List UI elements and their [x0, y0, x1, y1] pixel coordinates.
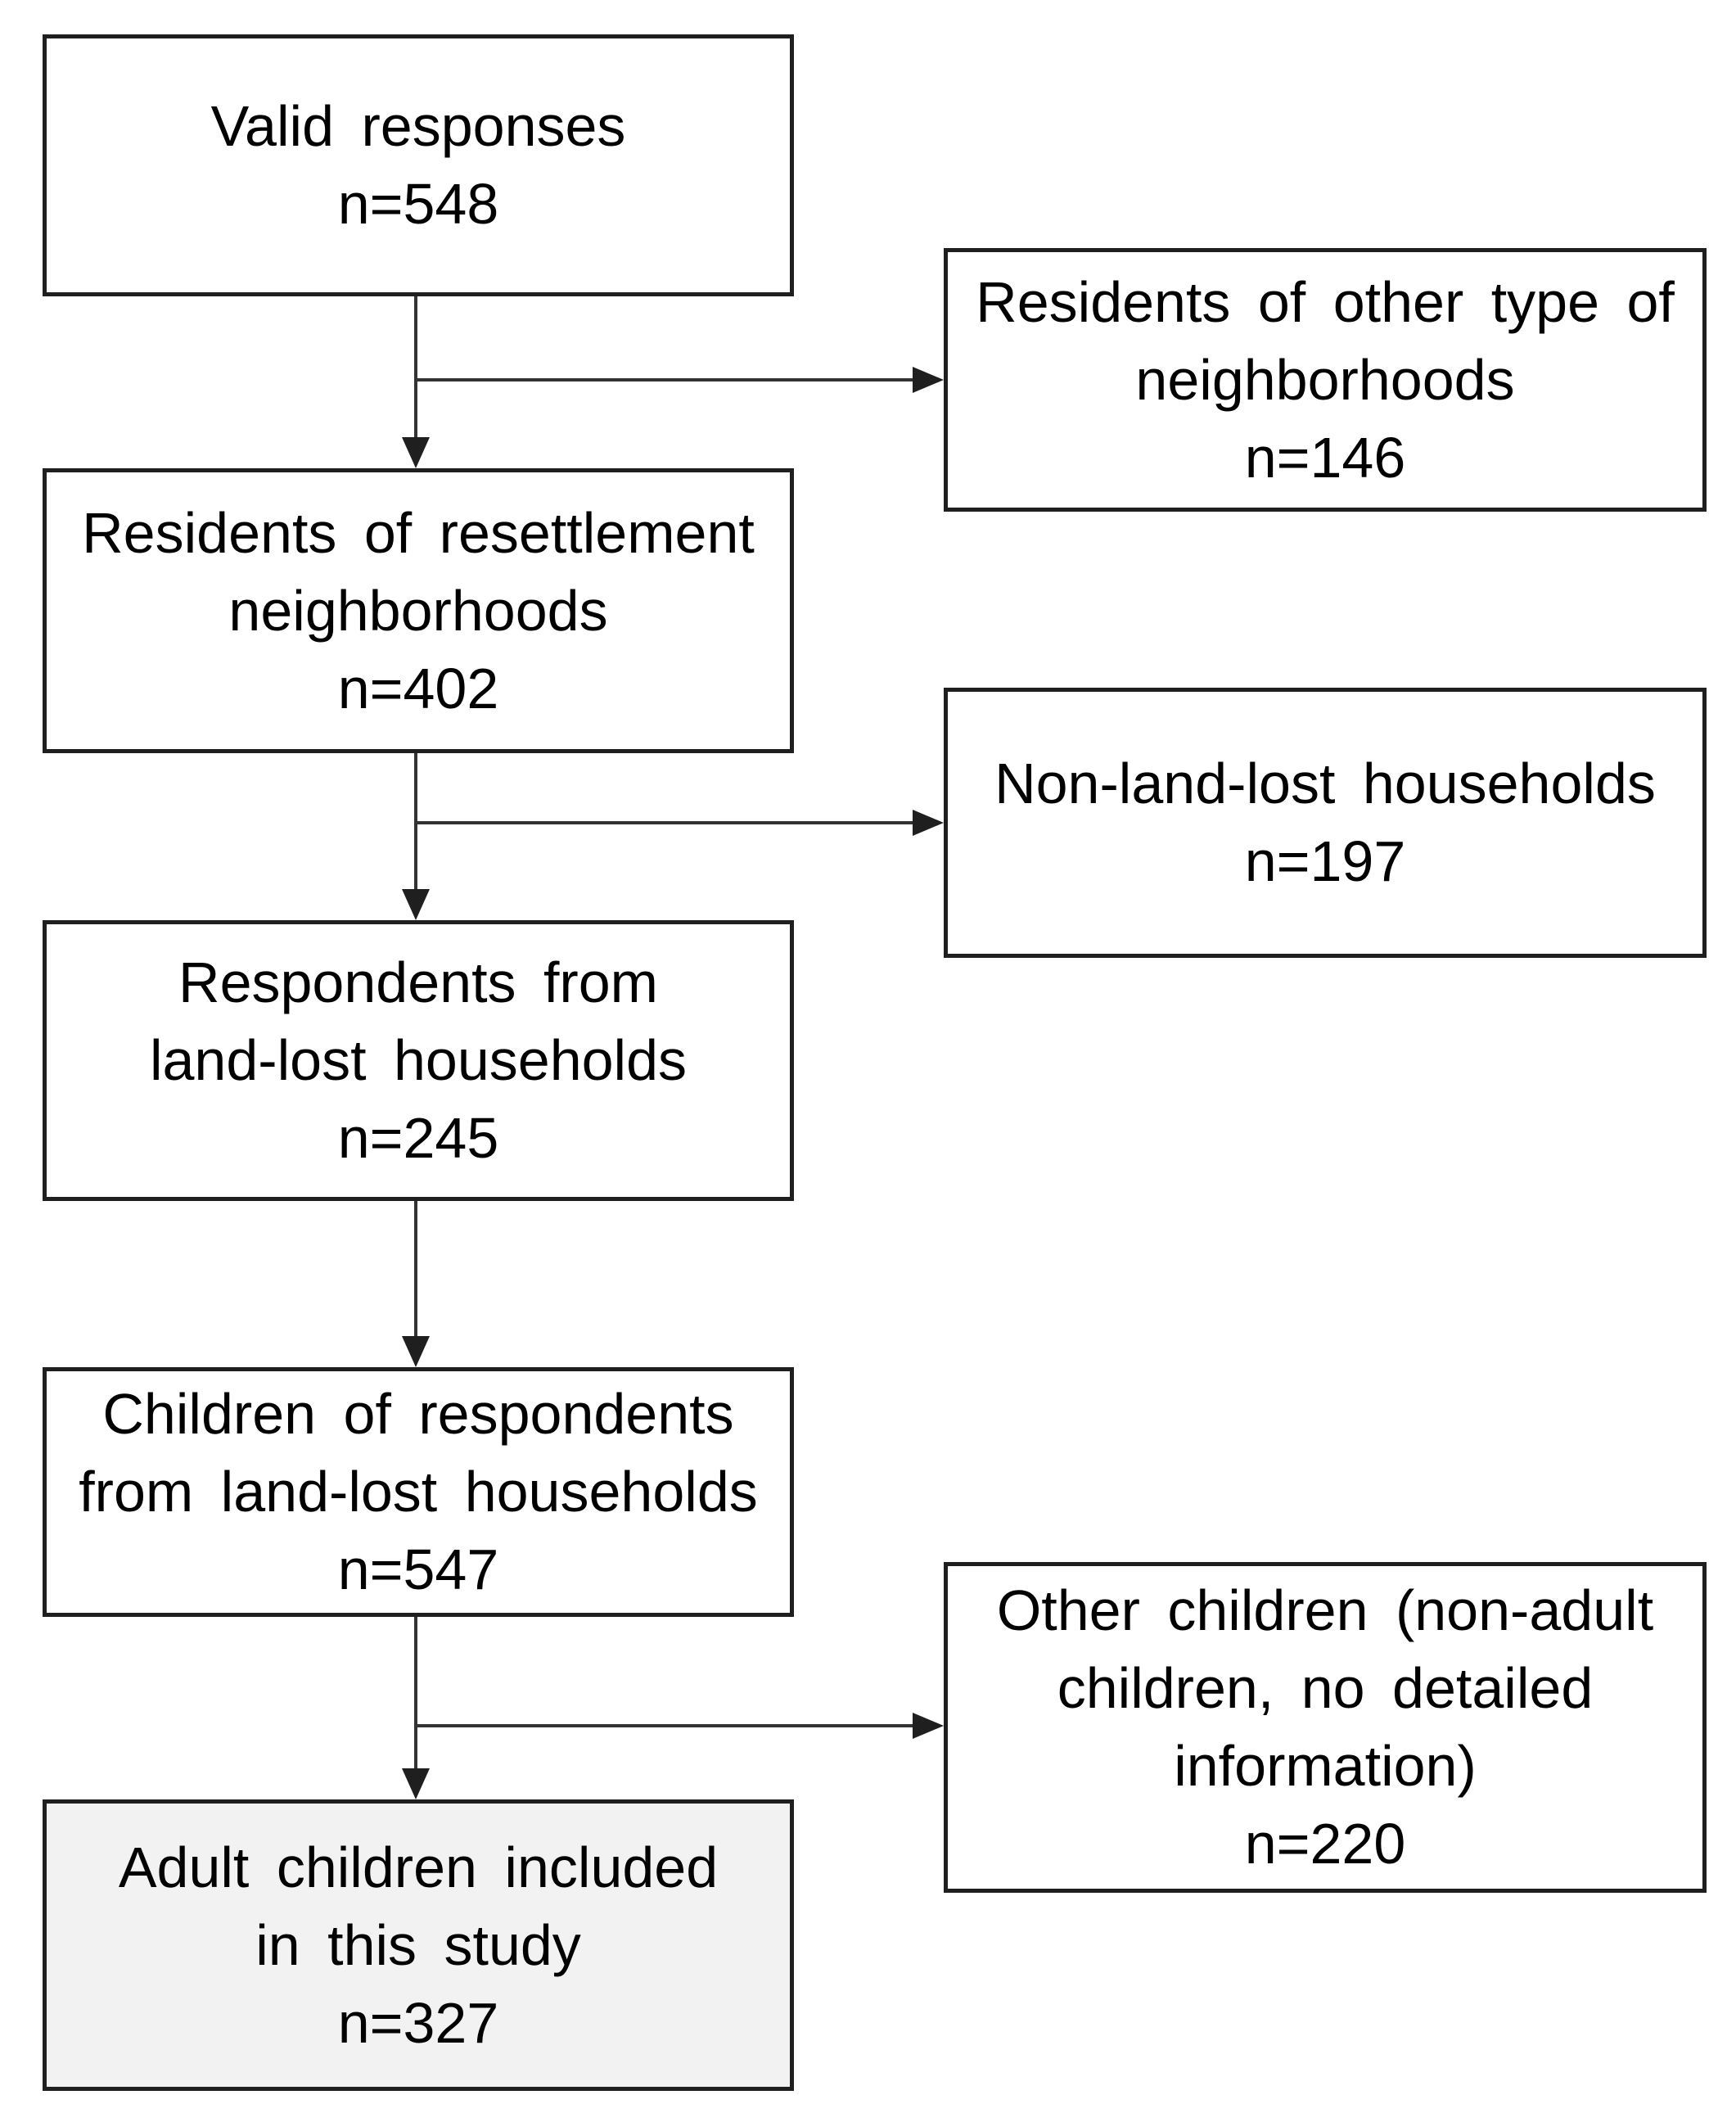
node-count-line: n=327: [337, 1990, 499, 2055]
arrowhead-right-icon: [913, 1713, 944, 1739]
edge-valid-to-other-neighborhoods-line: [414, 378, 913, 382]
node-label-line: neighborhoods: [1135, 347, 1515, 412]
edge-children-to-other-children-line: [414, 1724, 913, 1727]
arrowhead-down-icon: [402, 1768, 430, 1799]
arrowhead-down-icon: [402, 437, 430, 468]
node-label-line: children, no detailed: [1057, 1656, 1594, 1720]
edge-children-to-adult-line: [414, 1617, 417, 1768]
node-label-line: in this study: [255, 1912, 581, 1977]
node-other-children: Other children (non-adult children, no d…: [944, 1562, 1707, 1893]
arrowhead-right-icon: [913, 810, 944, 836]
node-other-neighborhoods: Residents of other type of neighborhoods…: [944, 248, 1707, 512]
node-label-line: Valid responses: [210, 94, 626, 158]
node-label-line: Respondents from: [178, 950, 658, 1014]
node-label-line: Residents of other type of: [976, 269, 1675, 334]
node-label-line: Adult children included: [118, 1835, 719, 1899]
node-label-line: Non-land-lost households: [994, 752, 1656, 815]
node-label-line: Other children (non-adult: [996, 1578, 1654, 1642]
edge-valid-to-resettlement-line: [414, 296, 417, 437]
node-count-line: n=197: [1244, 829, 1406, 893]
node-children-of-respondents: Children of respondents from land-lost h…: [43, 1367, 794, 1617]
node-non-land-lost-households: Non-land-lost households n=197: [944, 688, 1707, 958]
arrowhead-down-icon: [402, 1336, 430, 1367]
node-label-line: Children of respondents: [102, 1382, 734, 1446]
node-count-line: n=220: [1244, 1812, 1406, 1876]
arrowhead-down-icon: [402, 889, 430, 920]
node-count-line: n=548: [337, 172, 499, 236]
node-count-line: n=146: [1244, 425, 1406, 490]
node-label-line: neighborhoods: [228, 578, 608, 643]
node-valid-responses: Valid responses n=548: [43, 34, 794, 296]
node-label-line: Residents of resettlement: [82, 500, 755, 565]
node-count-line: n=245: [337, 1106, 499, 1170]
node-count-line: n=402: [337, 656, 499, 720]
node-label-line: land-lost households: [149, 1028, 688, 1092]
edge-resettlement-to-nonlandlost-line: [414, 821, 913, 824]
node-label-line: information): [1174, 1734, 1477, 1798]
node-count-line: n=547: [337, 1537, 499, 1601]
arrowhead-right-icon: [913, 367, 944, 393]
edge-landlost-to-children-line: [414, 1201, 417, 1336]
node-adult-children-included: Adult children included in this study n=…: [43, 1799, 794, 2091]
node-resettlement-residents: Residents of resettlement neighborhoods …: [43, 468, 794, 753]
node-land-lost-respondents: Respondents from land-lost households n=…: [43, 920, 794, 1201]
node-label-line: from land-lost households: [79, 1460, 758, 1524]
